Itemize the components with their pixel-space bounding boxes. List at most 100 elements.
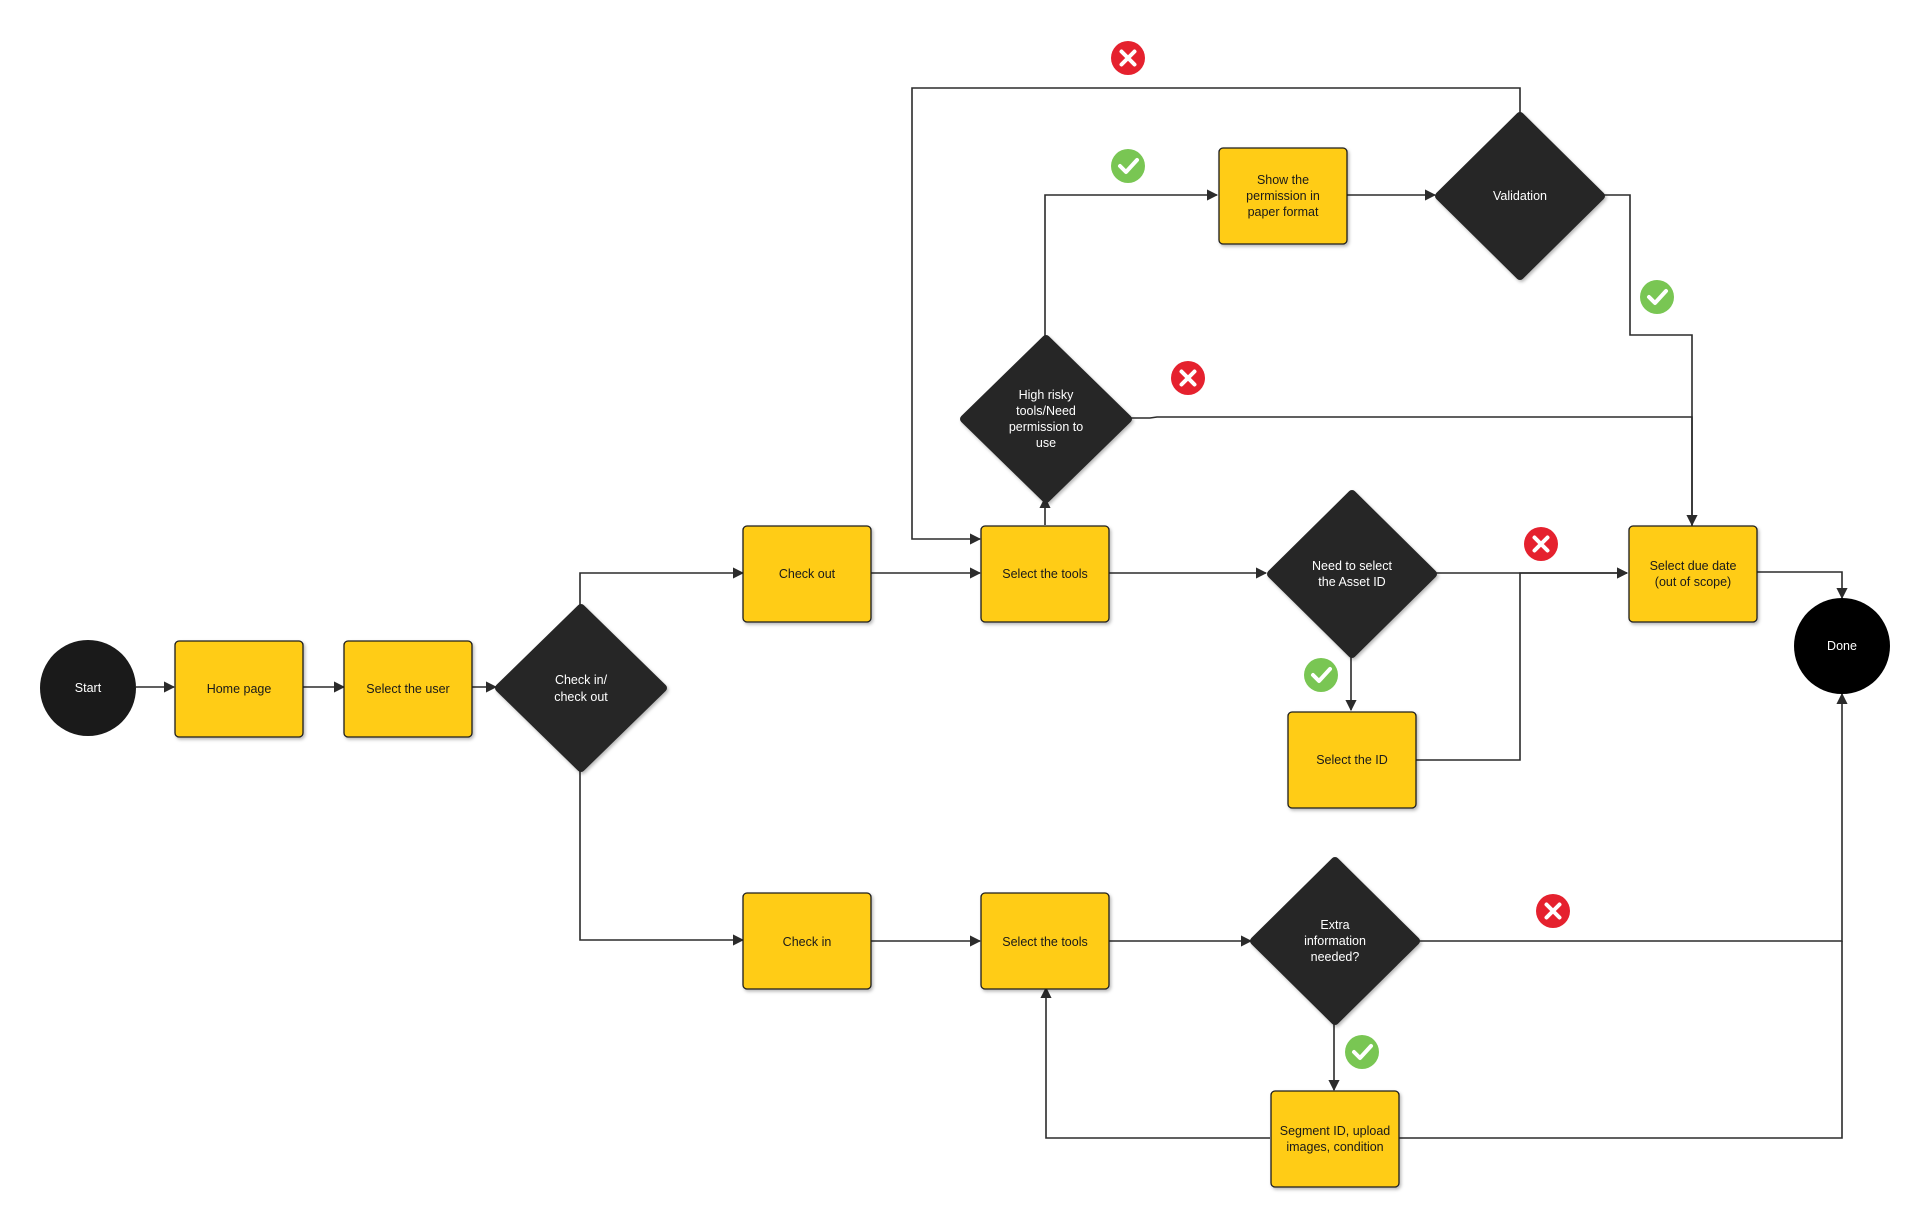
check-in-out-label-line2: check out [554, 690, 608, 704]
select-tools-checkin-label: Select the tools [1002, 935, 1087, 949]
high-risk-label-line4: use [1036, 436, 1056, 450]
svg-text:High risky: High risky [1019, 388, 1075, 402]
svg-text:information: information [1304, 934, 1366, 948]
check-out-label: Check out [779, 567, 836, 581]
select-id-label: Select the ID [1316, 753, 1388, 767]
show-permission-label-line2: permission in [1246, 189, 1320, 203]
validation-decision[interactable]: Validation [1435, 112, 1605, 280]
need-asset-decision[interactable]: Need to select the Asset ID [1267, 490, 1437, 658]
check-out-node[interactable]: Check out [742, 525, 872, 623]
edge-validation-tools-fail [911, 87, 1521, 545]
no-marker-high-risk [1171, 361, 1205, 395]
extra-info-label-line3: needed? [1311, 950, 1360, 964]
start-node[interactable]: Start [40, 640, 136, 736]
home-page-node[interactable]: Home page [174, 640, 304, 738]
svg-text:Select the tools: Select the tools [1002, 935, 1087, 949]
done-label: Done [1827, 639, 1857, 653]
high-risk-label-line1: High risky [1019, 388, 1075, 402]
edge-select-id-due-date [1415, 567, 1629, 761]
select-tools-checkin-node[interactable]: Select the tools [980, 892, 1110, 990]
cross-icon [1532, 535, 1550, 553]
high-risk-label-line2: tools/Need [1016, 404, 1076, 418]
segment-label-line1: Segment ID, upload [1280, 1124, 1391, 1138]
show-permission-label-line3: paper format [1248, 205, 1319, 219]
select-id-node[interactable]: Select the ID [1287, 711, 1417, 809]
edge-due-date-done [1756, 571, 1848, 600]
svg-text:Check in: Check in [783, 935, 832, 949]
validation-label: Validation [1493, 189, 1547, 203]
high-risk-decision[interactable]: High risky tools/Need permission to use [960, 335, 1132, 503]
show-permission-label-line1: Show the [1257, 173, 1309, 187]
check-in-node[interactable]: Check in [742, 892, 872, 990]
check-icon [1647, 289, 1668, 305]
edge-high-risk-show-permission [1044, 189, 1219, 338]
extra-info-decision[interactable]: Extra information needed? [1250, 857, 1420, 1025]
edge-decision-check-out [579, 567, 745, 608]
check-in-out-label-line1: Check in/ [555, 673, 608, 687]
svg-text:Need to select: Need to select [1312, 559, 1392, 573]
edge-segment-done [1398, 941, 1843, 1139]
select-tools-checkout-node[interactable]: Select the tools [980, 525, 1110, 623]
svg-text:images, condition: images, condition [1286, 1140, 1383, 1154]
svg-text:(out of scope): (out of scope) [1655, 575, 1731, 589]
svg-text:tools/Need: tools/Need [1016, 404, 1076, 418]
done-node[interactable]: Done [1794, 598, 1890, 694]
svg-text:use: use [1036, 436, 1056, 450]
svg-text:Select the ID: Select the ID [1316, 753, 1388, 767]
edge-decision-check-in [579, 766, 745, 946]
edge-extra-info-done [1418, 692, 1848, 942]
svg-text:Check in/: Check in/ [555, 673, 608, 687]
edge-high-risk-due-date [1128, 416, 1693, 527]
check-icon [1352, 1044, 1373, 1060]
svg-text:Done: Done [1827, 639, 1857, 653]
svg-text:paper format: paper format [1248, 205, 1319, 219]
select-tools-checkout-label: Select the tools [1002, 567, 1087, 581]
svg-text:Select the user: Select the user [366, 682, 449, 696]
need-asset-label-line2: the Asset ID [1318, 575, 1385, 589]
svg-text:Select due date: Select due date [1650, 559, 1737, 573]
high-risk-label-line3: permission to [1009, 420, 1083, 434]
due-date-node[interactable]: Select due date (out of scope) [1628, 525, 1758, 623]
svg-text:permission in: permission in [1246, 189, 1320, 203]
select-user-node[interactable]: Select the user [343, 640, 473, 738]
svg-text:Start: Start [75, 681, 102, 695]
show-permission-node[interactable]: Show the permission in paper format [1218, 147, 1348, 245]
segment-label-line2: images, condition [1286, 1140, 1383, 1154]
no-marker-validation-loop [1111, 41, 1145, 75]
svg-text:Select the tools: Select the tools [1002, 567, 1087, 581]
yes-marker-validation [1640, 280, 1674, 314]
cross-icon [1119, 49, 1137, 67]
cross-icon [1544, 902, 1562, 920]
yes-marker-need-asset [1304, 658, 1338, 692]
svg-text:Check out: Check out [779, 567, 836, 581]
no-marker-extra-info [1536, 894, 1570, 928]
check-in-label: Check in [783, 935, 832, 949]
svg-text:Extra: Extra [1320, 918, 1349, 932]
edge-segment-tools [1040, 986, 1270, 1139]
yes-marker-high-risk [1111, 149, 1145, 183]
edge-validation-due-date [1600, 194, 1698, 527]
extra-info-label-line1: Extra [1320, 918, 1349, 932]
check-icon [1311, 667, 1332, 683]
cross-icon [1179, 369, 1197, 387]
start-label: Start [75, 681, 102, 695]
select-user-label: Select the user [366, 682, 449, 696]
svg-text:Validation: Validation [1493, 189, 1547, 203]
edges [136, 87, 1848, 1139]
svg-text:Segment ID, upload: Segment ID, upload [1280, 1124, 1391, 1138]
extra-info-label-line2: information [1304, 934, 1366, 948]
segment-node[interactable]: Segment ID, upload images, condition [1270, 1090, 1400, 1188]
svg-text:check out: check out [554, 690, 608, 704]
home-page-label: Home page [207, 682, 272, 696]
check-in-out-decision[interactable]: Check in/ check out [495, 604, 667, 772]
need-asset-label-line1: Need to select [1312, 559, 1392, 573]
svg-text:permission to: permission to [1009, 420, 1083, 434]
due-date-label-line1: Select due date [1650, 559, 1737, 573]
svg-text:needed?: needed? [1311, 950, 1360, 964]
svg-text:the Asset ID: the Asset ID [1318, 575, 1385, 589]
yes-marker-extra-info [1345, 1035, 1379, 1069]
svg-text:Show the: Show the [1257, 173, 1309, 187]
no-marker-need-asset [1524, 527, 1558, 561]
check-icon [1118, 158, 1139, 174]
